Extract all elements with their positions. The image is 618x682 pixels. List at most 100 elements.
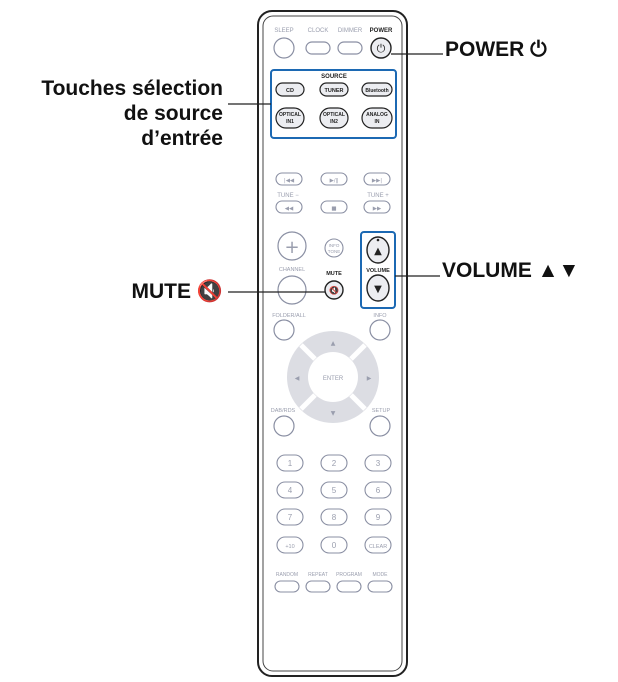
pad-divider bbox=[349, 343, 367, 361]
plus-icon: + bbox=[284, 237, 299, 258]
rewind-icon: ◀◀ bbox=[285, 206, 294, 212]
sleep-label: SLEEP bbox=[274, 28, 293, 34]
repeat-button[interactable] bbox=[305, 580, 331, 593]
key-0-label: 0 bbox=[332, 541, 337, 550]
enter-button[interactable] bbox=[308, 352, 358, 402]
source-optical-in2-label-2: IN2 bbox=[330, 119, 338, 125]
key-9-button[interactable] bbox=[364, 508, 392, 526]
source-optical-in1-button[interactable] bbox=[275, 107, 305, 129]
rewind-button[interactable] bbox=[275, 200, 303, 214]
remote-inner-edge bbox=[262, 15, 403, 672]
arrow-right-icon: ▶ bbox=[367, 375, 372, 382]
key-6-button[interactable] bbox=[364, 481, 392, 499]
arrow-down-icon: ▼ bbox=[331, 410, 336, 417]
folder-all-label: FOLDER/ALL bbox=[272, 313, 306, 319]
setup-button[interactable] bbox=[369, 415, 391, 437]
key-9-label: 9 bbox=[376, 513, 381, 522]
info-tone-button[interactable] bbox=[324, 238, 344, 258]
key-1-label: 1 bbox=[288, 459, 293, 468]
repeat-label: REPEAT bbox=[308, 572, 328, 578]
stop-button[interactable] bbox=[320, 200, 348, 214]
callout-volume: VOLUME ▲▼ bbox=[442, 259, 580, 282]
fast-forward-button[interactable] bbox=[363, 200, 391, 214]
key-plus10-button[interactable] bbox=[276, 536, 304, 554]
key-1-button[interactable] bbox=[276, 454, 304, 472]
dimmer-button[interactable] bbox=[337, 41, 363, 55]
dimmer-label: DIMMER bbox=[338, 28, 363, 34]
skip-forward-button[interactable] bbox=[363, 172, 391, 186]
skip-forward-icon: ▶▶| bbox=[372, 178, 382, 184]
key-4-button[interactable] bbox=[276, 481, 304, 499]
source-row-2: OPTICAL IN1 OPTICAL IN2 ANALOG IN bbox=[275, 107, 393, 129]
source-analog-in-label-1: ANALOG bbox=[366, 112, 388, 118]
volume-up-icon: ▲ bbox=[374, 246, 382, 257]
source-optical-in1-label-1: OPTICAL bbox=[279, 112, 301, 118]
source-row-1: CD TUNER Bluetooth bbox=[275, 82, 393, 97]
power-button[interactable] bbox=[370, 37, 392, 59]
channel-down-button[interactable] bbox=[277, 275, 307, 305]
source-optical-in2-button[interactable] bbox=[319, 107, 349, 129]
mute-icon: 🔇 bbox=[329, 285, 339, 295]
key-4-label: 4 bbox=[288, 486, 293, 495]
source-cd-button[interactable] bbox=[275, 82, 305, 97]
sleep-button[interactable] bbox=[273, 37, 295, 59]
volume-label: VOLUME bbox=[366, 268, 390, 274]
source-optical-in1-label-2: IN1 bbox=[286, 119, 294, 125]
volume-up-button[interactable] bbox=[366, 236, 390, 264]
key-clear-label: CLEAR bbox=[369, 544, 387, 550]
callout-source-line-2: de source bbox=[123, 102, 223, 125]
volume-up-dot bbox=[376, 238, 380, 242]
program-button[interactable] bbox=[336, 580, 362, 593]
info-tone-label-2: TONE bbox=[328, 249, 340, 254]
source-optical-in2-label-1: OPTICAL bbox=[323, 112, 345, 118]
key-5-button[interactable] bbox=[320, 481, 348, 499]
tune-plus-label: TUNE + bbox=[367, 193, 389, 199]
volume-group-frame bbox=[360, 231, 396, 309]
fast-forward-icon: ▶▶ bbox=[373, 206, 382, 212]
play-pause-button[interactable] bbox=[320, 172, 348, 186]
key-3-button[interactable] bbox=[364, 454, 392, 472]
source-bluetooth-label: Bluetooth bbox=[365, 88, 388, 94]
volume-down-icon: ▼ bbox=[374, 284, 382, 295]
key-7-label: 7 bbox=[288, 513, 293, 522]
folder-all-button[interactable] bbox=[273, 319, 295, 341]
callout-mute: MUTE 🔇 bbox=[131, 280, 223, 303]
key-7-button[interactable] bbox=[276, 508, 304, 526]
mode-label: MODE bbox=[373, 572, 389, 578]
channel-up-button[interactable] bbox=[277, 231, 307, 261]
source-analog-in-button[interactable] bbox=[361, 107, 393, 129]
source-tuner-label: TUNER bbox=[325, 88, 344, 94]
source-bluetooth-button[interactable] bbox=[361, 82, 393, 97]
random-label: RANDOM bbox=[276, 572, 298, 578]
callout-source-line-3: d’entrée bbox=[141, 127, 223, 150]
skip-back-button[interactable] bbox=[275, 172, 303, 186]
key-2-label: 2 bbox=[332, 459, 337, 468]
random-button[interactable] bbox=[274, 580, 300, 593]
source-header-bg bbox=[314, 71, 354, 79]
key-clear-button[interactable] bbox=[364, 536, 392, 554]
dab-rds-label: DAB/RDS bbox=[271, 408, 296, 414]
mute-button[interactable] bbox=[324, 280, 344, 300]
key-2-button[interactable] bbox=[320, 454, 348, 472]
info-button[interactable] bbox=[369, 319, 391, 341]
source-cd-label: CD bbox=[286, 88, 294, 94]
source-header: SOURCE bbox=[321, 74, 347, 80]
dab-rds-button[interactable] bbox=[273, 415, 295, 437]
key-6-label: 6 bbox=[376, 486, 381, 495]
pad-divider bbox=[299, 393, 317, 411]
pad-divider bbox=[299, 343, 317, 361]
arrow-left-icon: ◀ bbox=[295, 375, 300, 382]
volume-down-button[interactable] bbox=[366, 274, 390, 302]
callout-source-selection: Touches sélection de source d’entrée bbox=[41, 76, 223, 151]
mute-label: MUTE bbox=[326, 271, 342, 277]
key-0-button[interactable] bbox=[320, 536, 348, 554]
key-8-button[interactable] bbox=[320, 508, 348, 526]
tune-minus-label: TUNE − bbox=[277, 193, 299, 199]
mode-button[interactable] bbox=[367, 580, 393, 593]
source-tuner-button[interactable] bbox=[319, 82, 349, 97]
clock-button[interactable] bbox=[305, 41, 331, 55]
key-plus10-label: +10 bbox=[285, 544, 294, 550]
callout-source-line-1: Touches sélection bbox=[41, 77, 223, 100]
